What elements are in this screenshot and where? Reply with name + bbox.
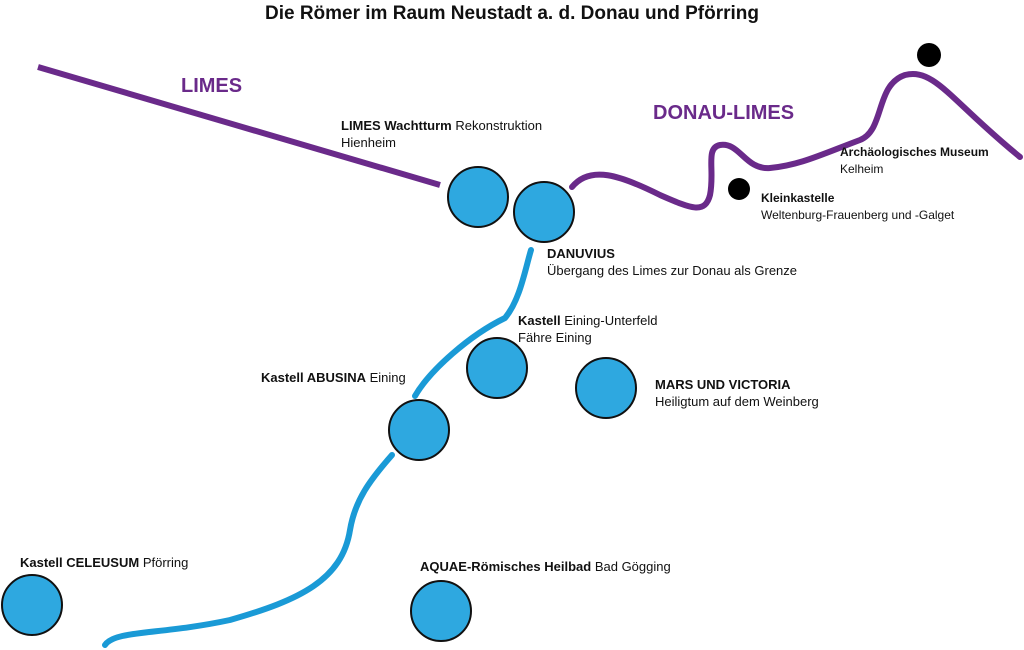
label-celeusum: Kastell CELEUSUM Pförring (20, 555, 189, 570)
site-abusina (388, 399, 450, 461)
site-aquae (410, 580, 472, 642)
label-aquae: AQUAE-Römisches Heilbad Bad Gögging (420, 559, 671, 574)
limes-line (37, 64, 441, 188)
donau-river-south (102, 452, 395, 648)
donau-limes-label: DONAU-LIMES (653, 102, 795, 124)
marker-museum (917, 43, 941, 67)
label-abusina: Kastell ABUSINA Eining (261, 370, 406, 385)
site-wachtturm (447, 166, 509, 228)
donau-river (412, 247, 534, 399)
limes-label: LIMES (181, 75, 243, 97)
marker-kleinkastelle (728, 178, 750, 200)
map-title: Die Römer im Raum Neustadt a. d. Donau u… (264, 3, 760, 24)
site-celeusum (1, 574, 63, 636)
site-eining-unterfeld (466, 337, 528, 399)
site-mars-victoria (575, 357, 637, 419)
site-danuvius (513, 181, 575, 243)
donau-limes-line (569, 71, 1023, 211)
